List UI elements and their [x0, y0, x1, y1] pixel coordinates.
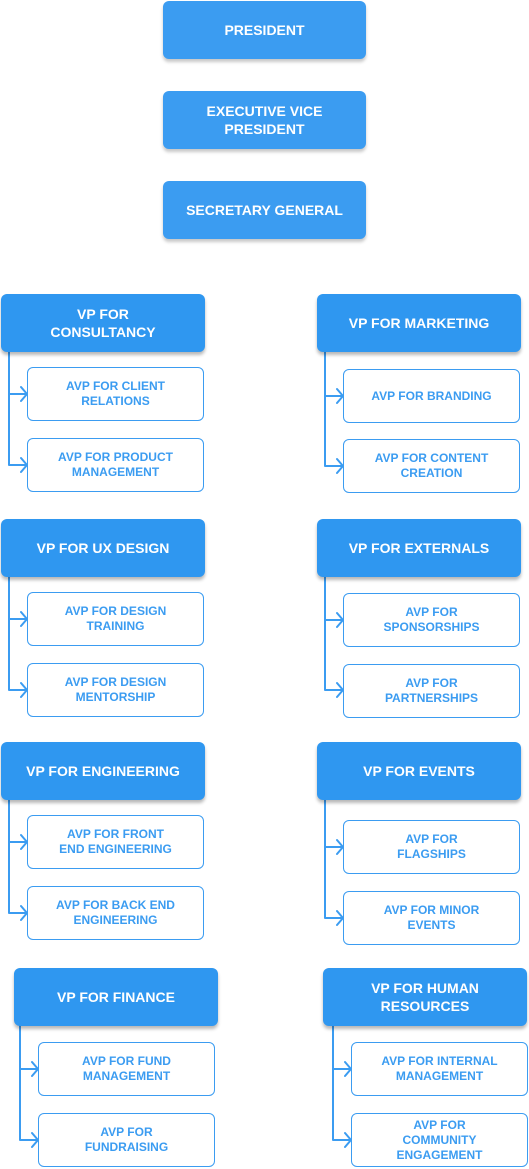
- president-box: PRESIDENT: [163, 1, 366, 59]
- vp-consultancy-label: VP FOR CONSULTANCY: [50, 306, 156, 340]
- avp-community-engagement-label: AVP FOR COMMUNITY ENGAGEMENT: [396, 1117, 483, 1162]
- avp-branding-box: AVP FOR BRANDING: [343, 369, 520, 423]
- vp-ux-design-box: VP FOR UX DESIGN: [1, 519, 205, 577]
- secretary-general-box: SECRETARY GENERAL: [163, 181, 366, 239]
- avp-minor-events-box: AVP FOR MINOR EVENTS: [343, 891, 520, 945]
- avp-front-end-engineering-box: AVP FOR FRONT END ENGINEERING: [27, 815, 204, 869]
- avp-fund-management-label: AVP FOR FUND MANAGEMENT: [82, 1054, 171, 1083]
- vp-externals-label: VP FOR EXTERNALS: [348, 540, 490, 556]
- vp-human-resources-box: VP FOR HUMAN RESOURCES: [323, 968, 527, 1026]
- avp-branding-label: AVP FOR BRANDING: [371, 388, 492, 403]
- avp-back-end-engineering-box: AVP FOR BACK END ENGINEERING: [27, 886, 204, 940]
- avp-fundraising-box: AVP FOR FUNDRAISING: [38, 1113, 215, 1167]
- secretary-general-label: SECRETARY GENERAL: [186, 202, 343, 218]
- avp-sponsorships-label: AVP FOR SPONSORSHIPS: [383, 605, 480, 634]
- vp-consultancy-box: VP FOR CONSULTANCY: [1, 294, 205, 352]
- avp-sponsorships-box: AVP FOR SPONSORSHIPS: [343, 593, 520, 647]
- avp-content-creation-box: AVP FOR CONTENT CREATION: [343, 439, 520, 493]
- connector-human-resources: [332, 1025, 352, 1148]
- avp-partnerships-label: AVP FOR PARTNERSHIPS: [384, 676, 479, 705]
- avp-design-mentorship-box: AVP FOR DESIGN MENTORSHIP: [27, 663, 204, 717]
- vp-events-label: VP FOR EVENTS: [363, 763, 475, 779]
- president-label: PRESIDENT: [224, 22, 305, 38]
- connector-finance: [19, 1025, 39, 1148]
- connector-events: [324, 799, 344, 926]
- executive-vice-president-box: EXECUTIVE VICE PRESIDENT: [163, 91, 366, 149]
- connector-externals: [324, 576, 344, 698]
- vp-engineering-box: VP FOR ENGINEERING: [1, 742, 205, 800]
- avp-front-end-engineering-label: AVP FOR FRONT END ENGINEERING: [59, 827, 172, 856]
- avp-flagships-box: AVP FOR FLAGSHIPS: [343, 820, 520, 874]
- vp-engineering-label: VP FOR ENGINEERING: [26, 763, 180, 779]
- connector-ux-design: [8, 576, 28, 698]
- connector-engineering: [8, 799, 28, 921]
- avp-client-relations-box: AVP FOR CLIENT RELATIONS: [27, 367, 204, 421]
- connector-marketing: [324, 351, 344, 474]
- avp-back-end-engineering-label: AVP FOR BACK END ENGINEERING: [56, 898, 175, 927]
- avp-design-mentorship-label: AVP FOR DESIGN MENTORSHIP: [64, 675, 167, 704]
- vp-ux-design-label: VP FOR UX DESIGN: [36, 540, 170, 556]
- executive-vice-president-label: EXECUTIVE VICE PRESIDENT: [206, 103, 323, 137]
- avp-fund-management-box: AVP FOR FUND MANAGEMENT: [38, 1042, 215, 1096]
- avp-flagships-label: AVP FOR FLAGSHIPS: [397, 832, 466, 861]
- avp-internal-management-box: AVP FOR INTERNAL MANAGEMENT: [351, 1042, 528, 1096]
- vp-externals-box: VP FOR EXTERNALS: [317, 519, 521, 577]
- avp-design-training-box: AVP FOR DESIGN TRAINING: [27, 592, 204, 646]
- vp-marketing-box: VP FOR MARKETING: [317, 294, 521, 352]
- avp-minor-events-label: AVP FOR MINOR EVENTS: [383, 903, 480, 932]
- vp-human-resources-label: VP FOR HUMAN RESOURCES: [371, 980, 479, 1014]
- avp-content-creation-label: AVP FOR CONTENT CREATION: [374, 451, 489, 480]
- avp-product-management-box: AVP FOR PRODUCT MANAGEMENT: [27, 438, 204, 492]
- avp-fundraising-label: AVP FOR FUNDRAISING: [84, 1125, 169, 1154]
- avp-internal-management-label: AVP FOR INTERNAL MANAGEMENT: [381, 1054, 498, 1083]
- vp-marketing-label: VP FOR MARKETING: [348, 315, 490, 331]
- connector-consultancy: [8, 351, 28, 473]
- vp-finance-label: VP FOR FINANCE: [57, 989, 175, 1005]
- avp-design-training-label: AVP FOR DESIGN TRAINING: [64, 604, 167, 633]
- avp-partnerships-box: AVP FOR PARTNERSHIPS: [343, 664, 520, 718]
- vp-finance-box: VP FOR FINANCE: [14, 968, 218, 1026]
- vp-events-box: VP FOR EVENTS: [317, 742, 521, 800]
- avp-community-engagement-box: AVP FOR COMMUNITY ENGAGEMENT: [351, 1113, 528, 1167]
- avp-client-relations-label: AVP FOR CLIENT RELATIONS: [66, 379, 165, 408]
- avp-product-management-label: AVP FOR PRODUCT MANAGEMENT: [58, 450, 173, 479]
